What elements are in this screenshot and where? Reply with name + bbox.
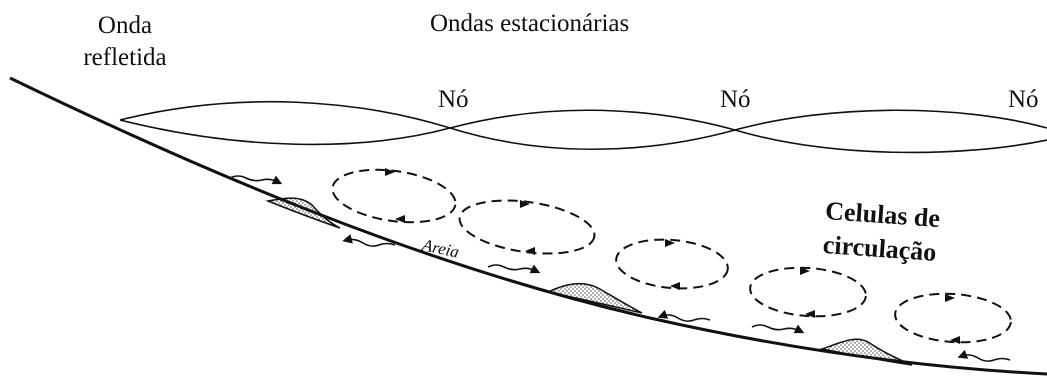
flow-arrow-5: [752, 325, 800, 331]
sand-bar-2: [548, 284, 642, 313]
standing-wave-lower: [120, 120, 1047, 152]
circulation-cell-4: [748, 264, 867, 320]
circulation-cell-1: [329, 163, 459, 230]
flow-arrow-6: [962, 355, 1010, 361]
cell-5-arrow-top: [945, 294, 955, 302]
cell-1-arrow-top: [385, 168, 395, 176]
standing-wave-upper: [120, 102, 1047, 130]
flow-arrow-3: [488, 265, 536, 271]
sand-bar-1: [268, 198, 340, 228]
cell-arrowheads: [385, 168, 960, 344]
cell-3-arrow-bottom: [670, 282, 680, 290]
cell-2-arrow-bottom: [525, 247, 535, 255]
flow-arrow-4: [662, 315, 710, 321]
seabed-slope-line: [10, 78, 1047, 374]
